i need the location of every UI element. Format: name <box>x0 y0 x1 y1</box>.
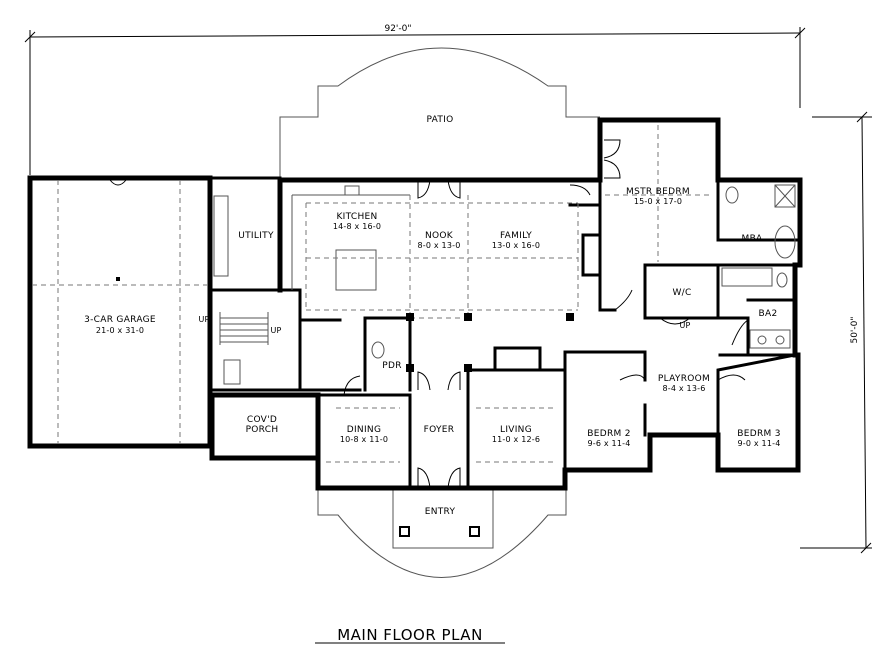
mstr-bedrm-name: MSTR BEDRM <box>626 187 690 197</box>
bedrm2-name: BEDRM 2 <box>587 429 631 439</box>
bedrm2-size: 9-6 x 11-4 <box>587 439 630 448</box>
depth-dimension <box>800 111 872 554</box>
dining-size: 10-8 x 11-0 <box>340 435 388 444</box>
living-name: LIVING <box>500 425 532 435</box>
garage-walls <box>27 175 213 449</box>
family-size: 13-0 x 16-0 <box>492 241 540 250</box>
overall-width-label: 92'-0" <box>384 24 411 34</box>
family-name: FAMILY <box>500 231 532 241</box>
entry-outline <box>317 488 567 578</box>
mba-label: MBA <box>742 234 764 244</box>
width-dimension <box>24 27 806 175</box>
ba2-label: BA2 <box>759 309 778 319</box>
plan-title: MAIN FLOOR PLAN <box>337 626 483 644</box>
hall-up-label: UP <box>679 321 690 330</box>
bath-fixtures <box>371 184 796 359</box>
garage-name: 3-CAR GARAGE <box>84 315 156 325</box>
playroom-name: PLAYROOM <box>658 374 710 384</box>
garage-up-label: UP <box>198 315 209 324</box>
mstr-bedrm-size: 15-0 x 17-0 <box>634 197 682 206</box>
covd-porch-line2: PORCH <box>246 425 279 435</box>
ceiling-lines <box>305 125 713 463</box>
wic-label: W/C <box>672 288 691 298</box>
playroom-size: 8-4 x 13-6 <box>662 384 705 393</box>
dining-name: DINING <box>347 425 381 435</box>
nook-name: NOOK <box>425 231 454 241</box>
stair-treads <box>219 312 269 345</box>
stair-up-label: UP <box>270 326 281 335</box>
kitchen-size: 14-8 x 16-0 <box>333 222 381 231</box>
garage-size: 21-0 x 31-0 <box>96 326 144 335</box>
pdr-label: PDR <box>382 361 402 371</box>
kitchen-name: KITCHEN <box>336 212 377 222</box>
structural-posts <box>406 313 574 372</box>
overall-depth-label: 50'-0" <box>850 316 860 343</box>
bedrm3-name: BEDRM 3 <box>737 429 781 439</box>
door-swings <box>343 139 749 489</box>
main-exterior-walls <box>277 117 803 491</box>
covd-porch-line1: COV'D <box>247 415 277 425</box>
patio-outline <box>279 47 600 180</box>
kitchen-fixtures <box>291 185 410 291</box>
foyer-name: FOYER <box>424 425 455 435</box>
entry-label: ENTRY <box>425 507 456 517</box>
living-size: 11-0 x 12-6 <box>492 435 540 444</box>
utility-label: UTILITY <box>238 231 274 241</box>
utility-walls <box>208 176 302 392</box>
bedrm3-size: 9-0 x 11-4 <box>737 439 780 448</box>
patio-label: PATIO <box>426 115 453 125</box>
nook-size: 8-0 x 13-0 <box>417 241 460 250</box>
